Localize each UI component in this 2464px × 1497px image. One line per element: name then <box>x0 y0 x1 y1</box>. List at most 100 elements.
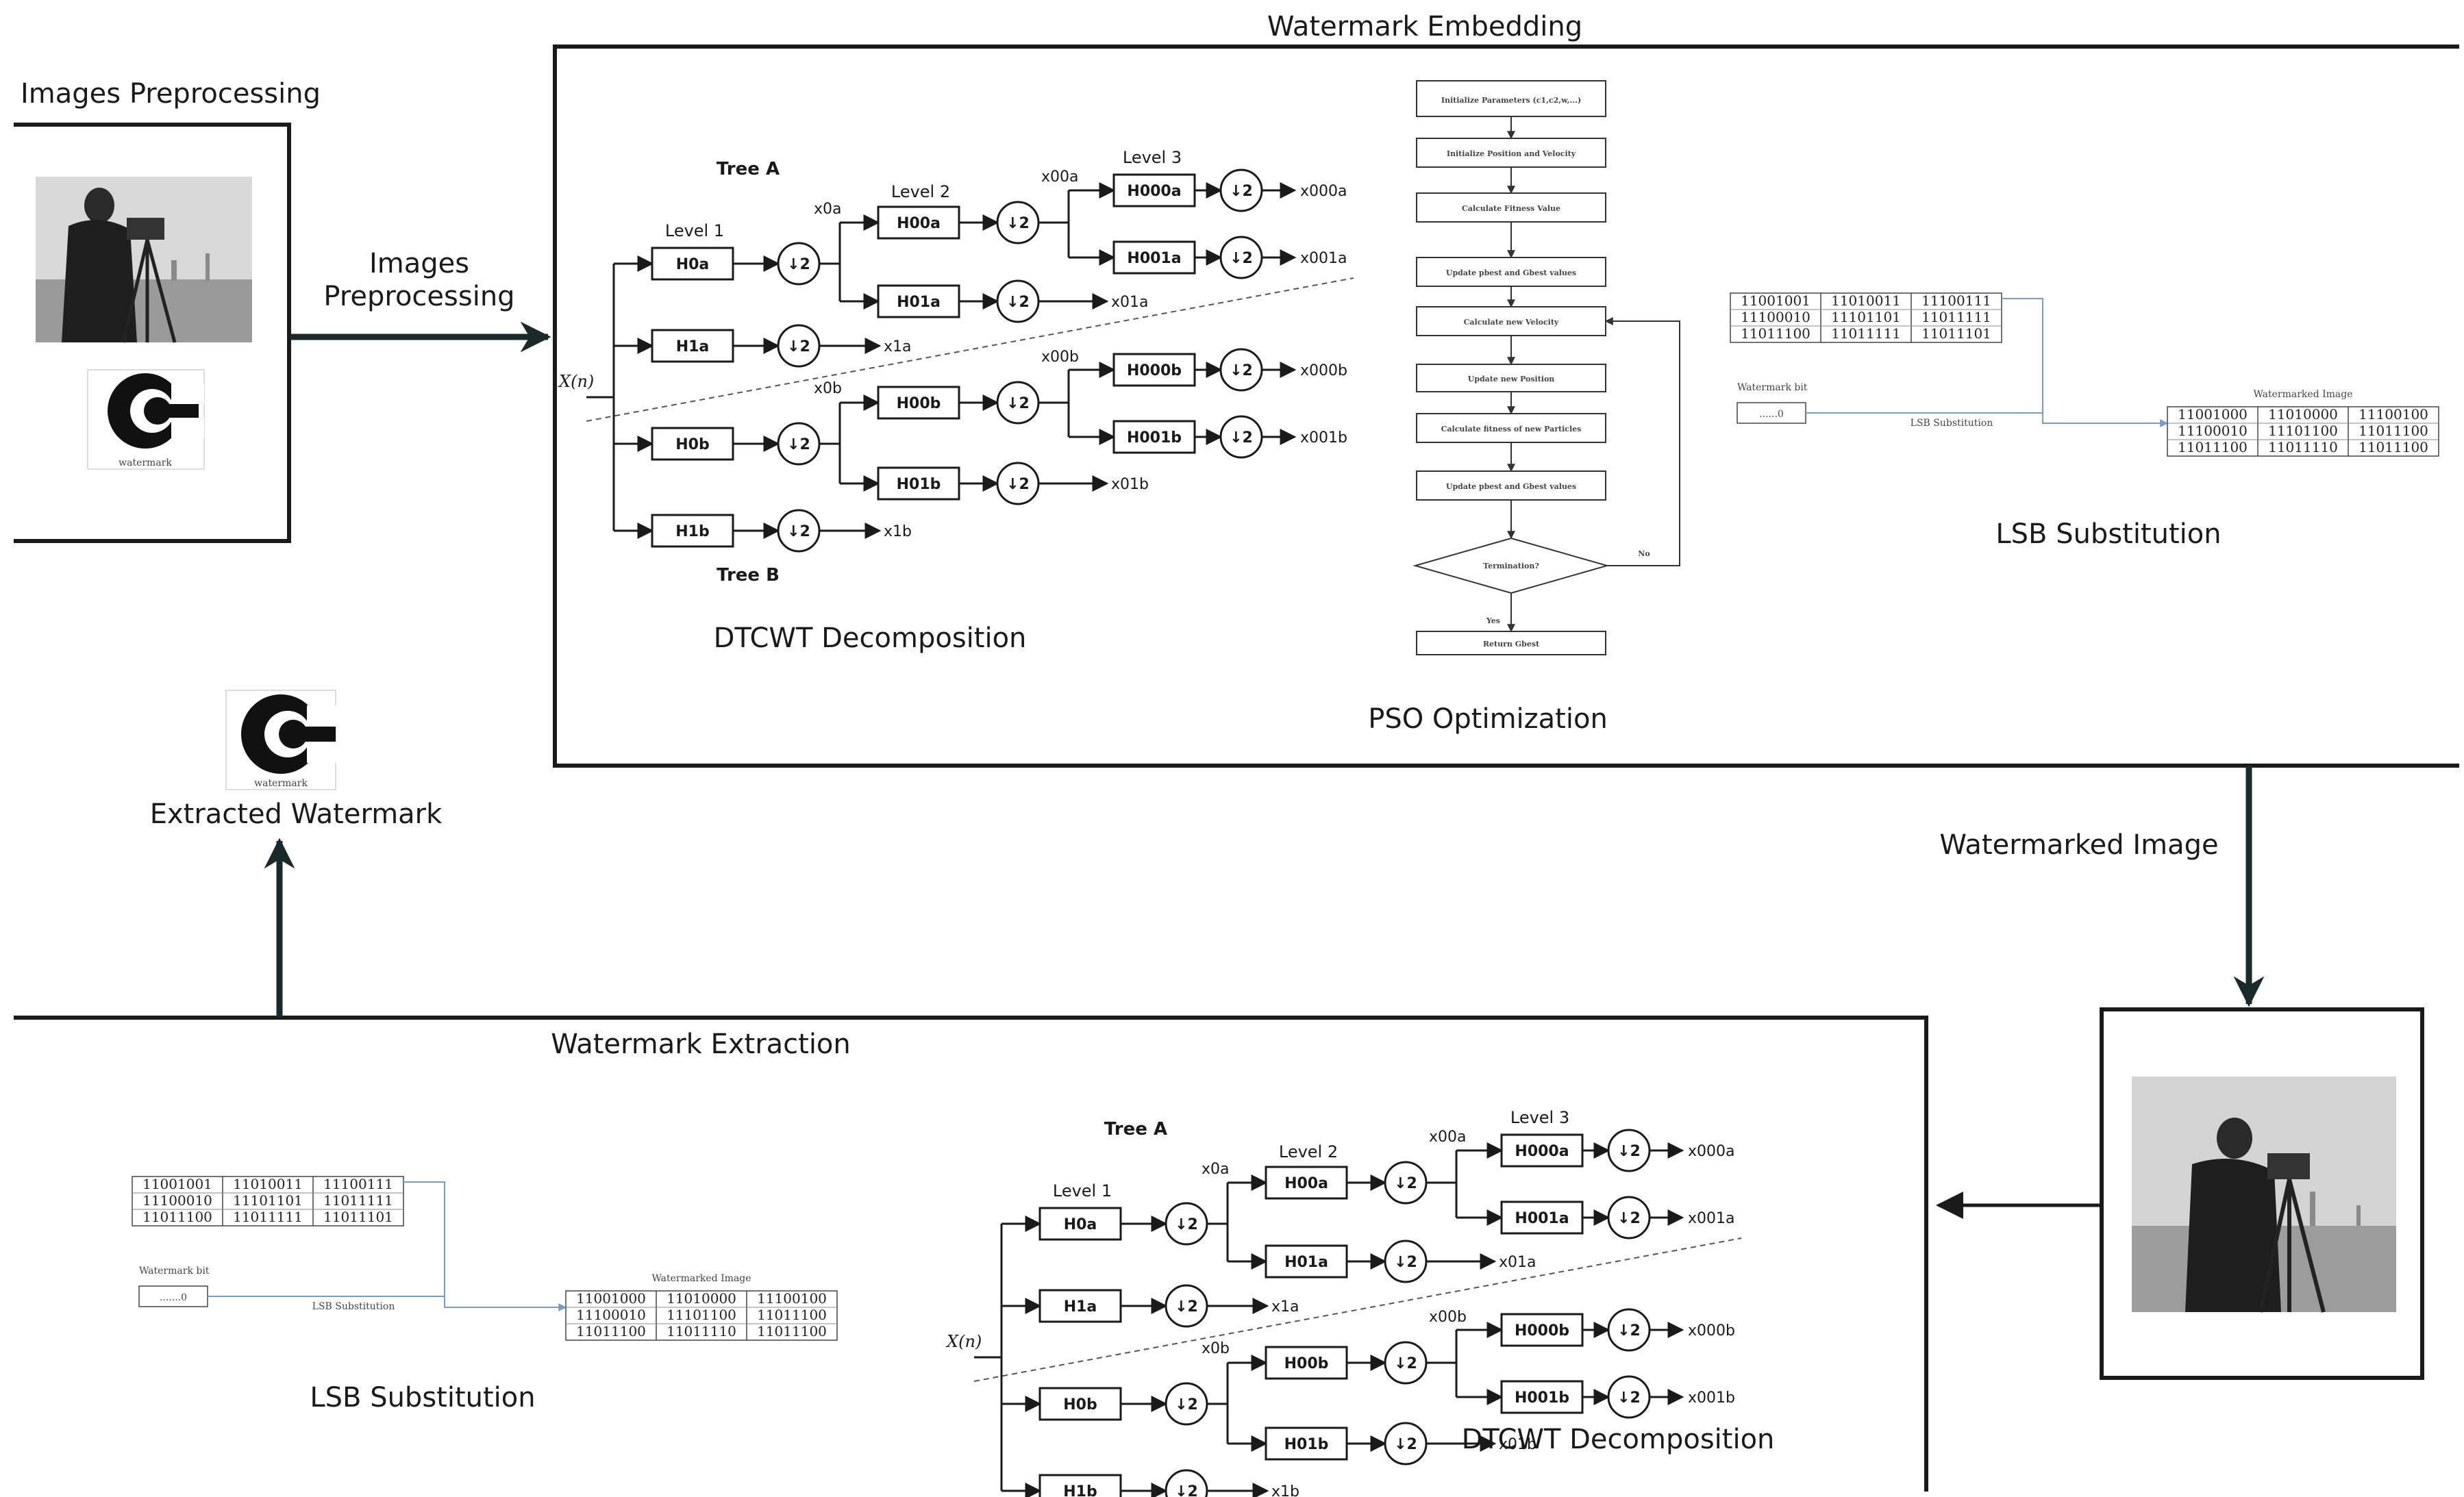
embed-pixel-table-cell: 11011111 <box>1831 325 1901 342</box>
downsample-label-h01b: ↓2 <box>1394 1436 1417 1453</box>
filter-label-h00b: H00b <box>1284 1355 1329 1372</box>
embed-pixel-table-cell: 11011101 <box>1921 325 1991 342</box>
output-x1b: x1b <box>1271 1483 1299 1497</box>
output-x001a: x001a <box>1688 1210 1735 1227</box>
filter-box-h001a <box>1112 240 1196 275</box>
svg-text:Termination?: Termination? <box>1483 562 1539 570</box>
filter-box-h0a <box>1038 1207 1122 1241</box>
downsample-label-h01a: ↓2 <box>1006 294 1030 311</box>
tree-a-label: Tree A <box>717 159 780 179</box>
filter-label-h001a: H001a <box>1515 1210 1569 1227</box>
output-x01b: x01b <box>1499 1436 1536 1453</box>
extraction-lsb-label: LSB Substitution <box>310 1382 535 1413</box>
output-x01a: x01a <box>1111 294 1149 311</box>
filter-label-h000a: H000a <box>1515 1143 1569 1160</box>
embed-watermark-bit-value: ......0 <box>1759 409 1784 420</box>
filter-box-h00b <box>877 386 960 420</box>
output-x0a: x0a <box>1202 1161 1230 1178</box>
extraction-dtcwt-label: DTCWT Decomposition <box>1462 1424 1775 1455</box>
downsample-label-h00b: ↓2 <box>1006 395 1030 412</box>
extract-watermarked-table-cell: 11011100 <box>757 1307 827 1323</box>
filter-box-h1a <box>1038 1289 1122 1323</box>
filter-box-h00b <box>1265 1346 1348 1380</box>
filter-box-h1b <box>651 514 734 548</box>
filter-label-h01b: H01b <box>1284 1436 1329 1453</box>
output-x000b: x000b <box>1688 1322 1735 1339</box>
level-1-label: Level 1 <box>665 221 724 240</box>
extract-watermarked-table-cell: 11010000 <box>667 1290 736 1307</box>
output-x001a: x001a <box>1300 250 1347 267</box>
downsample-label-h000b: ↓2 <box>1617 1322 1641 1339</box>
filter-box-h00a <box>1265 1166 1348 1200</box>
downsample-label-h01b: ↓2 <box>1006 476 1030 493</box>
extract-pixel-table-cell: 11011100 <box>142 1209 212 1225</box>
embed-watermarked-table-cell: 11011100 <box>2178 439 2248 455</box>
filter-label-h1a: H1a <box>676 338 710 355</box>
filter-label-h001b: H001b <box>1127 429 1182 446</box>
downsample-label-h1a: ↓2 <box>787 338 810 355</box>
output-x1a: x1a <box>884 338 912 355</box>
svg-text:No: No <box>1638 549 1650 558</box>
downsample-label-h0a: ↓2 <box>1175 1216 1198 1233</box>
filter-label-h01a: H01a <box>1284 1254 1328 1271</box>
downsample-label-h0b: ↓2 <box>787 436 810 453</box>
extract-watermark-bit-box <box>138 1285 208 1307</box>
downsample-label-h1b: ↓2 <box>1175 1483 1198 1497</box>
pso-label: PSO Optimization <box>1368 703 1608 735</box>
extract-pixel-table-frame <box>132 1176 404 1226</box>
extract-pixel-table-cell: 11011111 <box>233 1209 303 1225</box>
downsample-label-h00a: ↓2 <box>1006 215 1030 232</box>
extract-watermarked-table-cell: 11100100 <box>757 1290 827 1307</box>
filter-box-h001b <box>1112 420 1196 454</box>
filter-box-h0a <box>651 247 734 281</box>
tree-separator <box>973 1237 1742 1382</box>
downsample-label-h00a: ↓2 <box>1394 1175 1417 1192</box>
filter-label-h00b: H00b <box>897 395 941 412</box>
embedding-panel <box>553 45 2459 768</box>
embed-pixel-table-cell: 11011111 <box>1921 309 1991 325</box>
filter-label-h001b: H001b <box>1515 1389 1569 1407</box>
filter-label-h00a: H00a <box>897 215 941 232</box>
input-label: X(n) <box>945 1332 982 1351</box>
downsample-label-h001a: ↓2 <box>1230 250 1253 267</box>
extraction-panel <box>14 1016 1928 1492</box>
embed-watermarked-table-cell: 11100100 <box>2359 406 2428 423</box>
extract-pixel-table-cell: 11010011 <box>233 1176 303 1192</box>
extracted-watermark-caption: Extracted Watermark <box>150 798 443 830</box>
output-x001b: x001b <box>1688 1389 1735 1407</box>
embed-watermarked-table-cell: 11001000 <box>2178 406 2248 423</box>
downsample-label-h001b: ↓2 <box>1617 1389 1641 1407</box>
filter-label-h1b: H1b <box>675 523 709 540</box>
svg-text:Initialize Parameters (c1,c2,w: Initialize Parameters (c1,c2,w,...) <box>1441 96 1581 105</box>
downsample-label-h001a: ↓2 <box>1617 1210 1641 1227</box>
filter-box-h1a <box>651 329 734 363</box>
extract-watermarked-table-cell: 11100010 <box>576 1307 646 1323</box>
extract-pixel-table-cell: 11100111 <box>323 1176 393 1192</box>
svg-text:Update pbest and Gbest values: Update pbest and Gbest values <box>1446 268 1576 277</box>
extract-watermarked-table-cell: 11011100 <box>576 1323 646 1339</box>
preprocessing-arrow: Images Preprocessing <box>290 248 551 353</box>
downsample-label-h000b: ↓2 <box>1230 362 1253 379</box>
downsample-label-h00b: ↓2 <box>1394 1355 1417 1372</box>
embed-pixel-table-cell: 11011100 <box>1741 325 1810 342</box>
extract-watermark-bit-label: Watermark bit <box>139 1266 210 1276</box>
filter-label-h000b: H000b <box>1127 362 1182 379</box>
extract-pixel-table-cell: 11001001 <box>142 1176 212 1192</box>
extract-pixel-table-cell: 11100010 <box>142 1192 212 1209</box>
output-x001b: x001b <box>1300 429 1347 446</box>
svg-text:Update pbest and Gbest values: Update pbest and Gbest values <box>1446 482 1576 491</box>
downsample-label-h000a: ↓2 <box>1230 183 1253 200</box>
watermarked-image-label: Watermarked Image <box>1939 829 2218 861</box>
embed-watermarked-table-cell: 11011100 <box>2359 439 2428 455</box>
filter-label-h00a: H00a <box>1284 1175 1328 1192</box>
downsample-label-h01a: ↓2 <box>1394 1254 1417 1271</box>
output-x000b: x000b <box>1300 362 1347 379</box>
tree-b-label: Tree B <box>717 565 780 586</box>
output-x1a: x1a <box>1271 1298 1299 1316</box>
filter-label-h001a: H001a <box>1127 250 1181 267</box>
downsample-label-h000a: ↓2 <box>1617 1143 1641 1160</box>
level-2-label: Level 2 <box>891 182 950 201</box>
